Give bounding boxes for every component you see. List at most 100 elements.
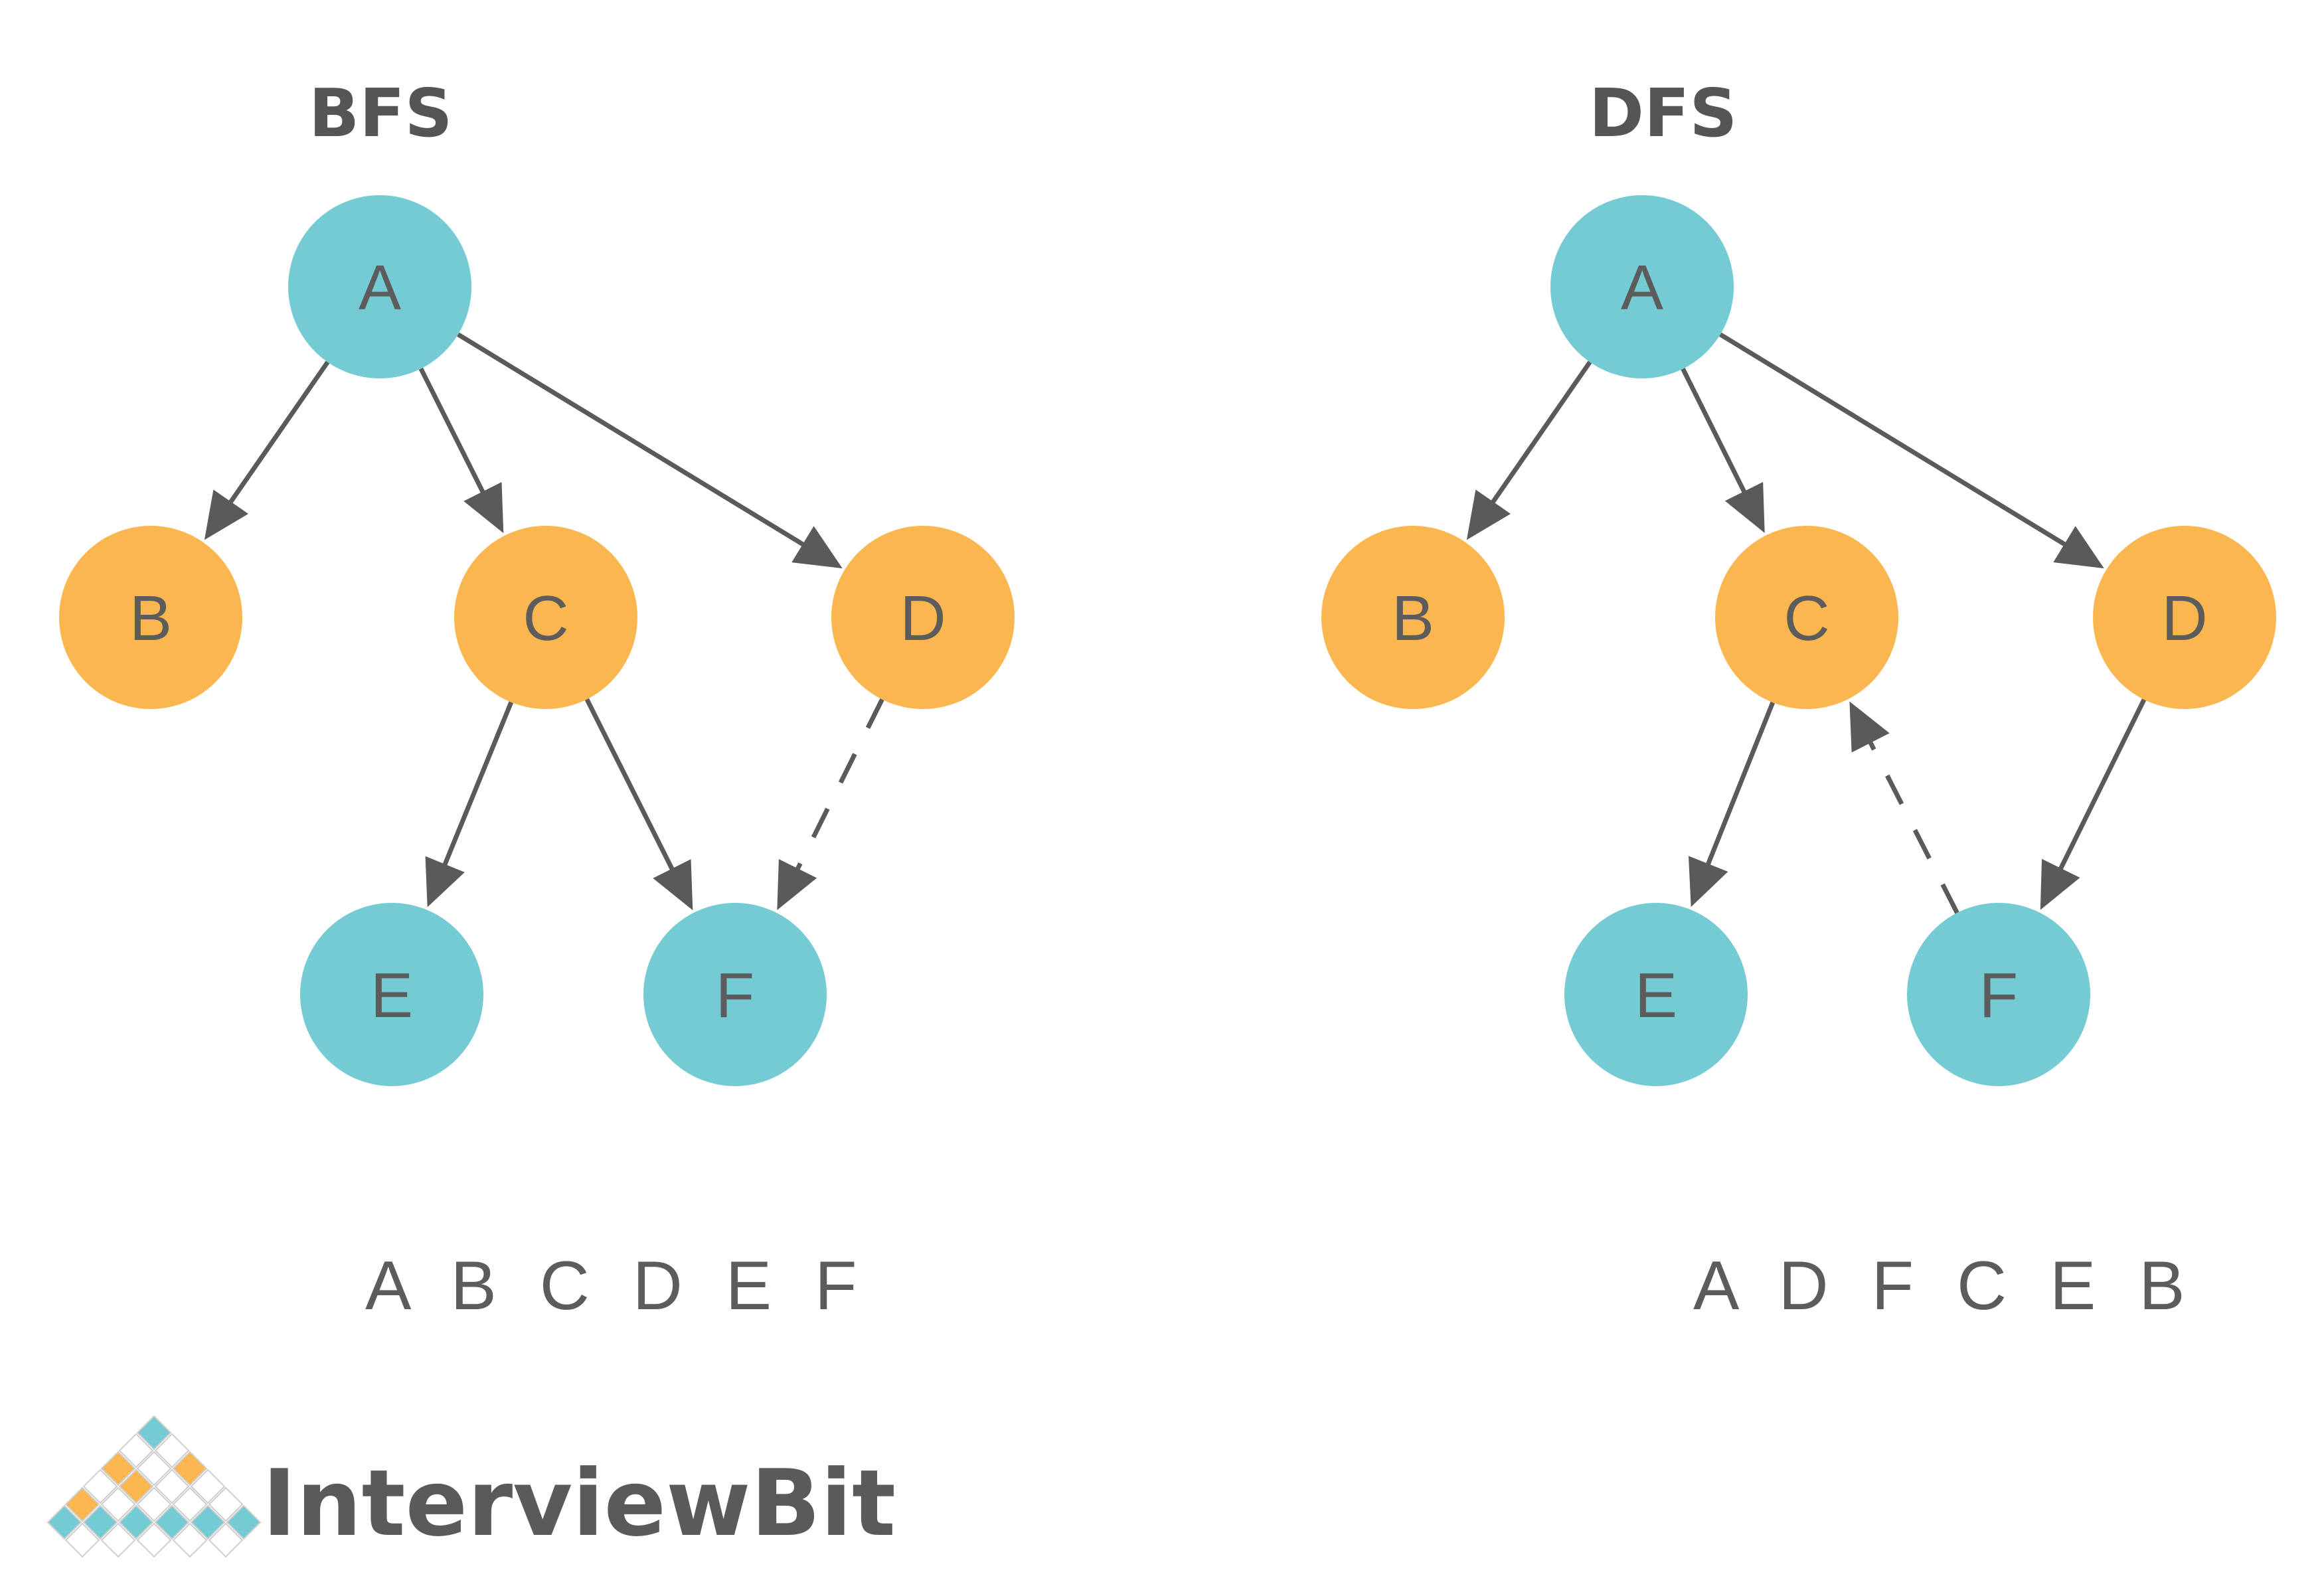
- logo-cell: [82, 1504, 118, 1540]
- edge-A-C: [418, 367, 504, 534]
- logo-mark-icon: [46, 1415, 262, 1558]
- logo-cell: [118, 1469, 154, 1504]
- arrowhead-icon: [777, 858, 817, 910]
- node-D: D: [831, 526, 1015, 709]
- edge-F-C: [1849, 701, 1959, 914]
- node-circle: [454, 526, 637, 709]
- logo-cell: [154, 1433, 190, 1469]
- edge-C-F: [584, 698, 693, 911]
- edge-A-C: [1681, 367, 1765, 533]
- logo-cell: [64, 1522, 100, 1558]
- node-label: C: [1784, 583, 1829, 654]
- node-label: B: [1392, 583, 1434, 654]
- logo-text: InterviewBit: [262, 1450, 896, 1557]
- dfs-nodes: A B C D E F: [1321, 195, 2276, 1086]
- edge-D-F: [2040, 698, 2147, 910]
- node-circle: [831, 526, 1015, 709]
- arrowhead-icon: [204, 489, 249, 540]
- edge-line: [584, 698, 676, 874]
- bfs-edges: [204, 332, 884, 911]
- logo-cell: [82, 1469, 118, 1504]
- node-label: E: [1635, 960, 1677, 1031]
- bfs-order: A B C D E F: [365, 1247, 869, 1324]
- node-F: F: [643, 903, 827, 1086]
- bfs-title: BFS: [309, 74, 453, 152]
- node-C: C: [454, 526, 637, 709]
- arrowhead-icon: [463, 482, 504, 534]
- edge-line: [441, 701, 514, 869]
- dfs-edges: [1466, 332, 2147, 914]
- node-circle: [2093, 526, 2276, 709]
- node-circle: [1550, 195, 1734, 378]
- node-B: B: [1321, 526, 1505, 709]
- logo-cell: [100, 1451, 136, 1486]
- arrowhead-icon: [791, 526, 843, 569]
- logo-cell: [190, 1469, 226, 1504]
- arrowhead-icon: [2040, 858, 2080, 910]
- node-D: D: [2093, 526, 2276, 709]
- node-E: E: [300, 903, 483, 1086]
- bfs-panel: BFS A B C D E F A B C D E F: [59, 74, 1015, 1324]
- node-circle: [1564, 903, 1748, 1086]
- dfs-title: DFS: [1589, 74, 1737, 152]
- node-label: A: [359, 252, 401, 323]
- node-label: E: [371, 960, 413, 1031]
- node-A: A: [1550, 195, 1734, 378]
- logo-cell: [208, 1522, 244, 1558]
- edge-A-D: [1719, 332, 2104, 569]
- logo-cell: [208, 1486, 244, 1522]
- logo-cell: [136, 1486, 172, 1522]
- bfs-nodes: A B C D E F: [59, 195, 1015, 1086]
- logo-cell: [172, 1451, 208, 1486]
- node-label: F: [1979, 960, 2019, 1031]
- logo-cell: [118, 1504, 154, 1540]
- node-label: A: [1621, 252, 1663, 323]
- node-circle: [1715, 526, 1898, 709]
- logo-cell: [172, 1486, 208, 1522]
- edge-line: [2056, 698, 2147, 873]
- logo-cell: [136, 1522, 172, 1558]
- logo-cell: [226, 1504, 262, 1540]
- node-circle: [288, 195, 471, 378]
- logo-cell: [136, 1451, 172, 1486]
- logo-cell: [118, 1433, 154, 1469]
- logo-cell: [154, 1504, 190, 1540]
- arrowhead-icon: [1724, 481, 1765, 533]
- node-circle: [1907, 903, 2090, 1086]
- logo-cell: [100, 1522, 136, 1558]
- logo-cell: [172, 1522, 208, 1558]
- edge-line: [1867, 738, 1959, 914]
- edge-line: [1489, 360, 1592, 507]
- node-circle: [643, 903, 827, 1086]
- dfs-order: A D F C E B: [1693, 1247, 2197, 1324]
- node-label: C: [523, 583, 568, 654]
- logo-cell: [136, 1415, 172, 1451]
- node-A: A: [288, 195, 471, 378]
- node-F: F: [1907, 903, 2090, 1086]
- edge-A-B: [1466, 360, 1592, 540]
- node-B: B: [59, 526, 242, 709]
- dfs-panel: DFS A B C D E F A D F C E B: [1321, 74, 2276, 1324]
- logo-cell: [64, 1486, 100, 1522]
- edge-C-E: [425, 701, 514, 908]
- edge-line: [418, 367, 487, 497]
- edge-line: [793, 698, 884, 874]
- node-C: C: [1715, 526, 1898, 709]
- logo-cell: [190, 1504, 226, 1540]
- node-label: D: [900, 583, 946, 654]
- arrowhead-icon: [425, 856, 465, 908]
- arrowhead-icon: [1849, 701, 1890, 753]
- node-circle: [59, 526, 242, 709]
- arrowhead-icon: [2053, 526, 2104, 569]
- edge-line: [457, 332, 807, 548]
- edge-A-B: [204, 360, 330, 540]
- edge-line: [1681, 367, 1748, 497]
- node-label: F: [716, 960, 755, 1031]
- edge-line: [1719, 332, 2069, 548]
- logo-cell: [46, 1504, 82, 1540]
- node-circle: [1321, 526, 1505, 709]
- edge-line: [226, 360, 330, 507]
- edge-C-E: [1688, 701, 1776, 908]
